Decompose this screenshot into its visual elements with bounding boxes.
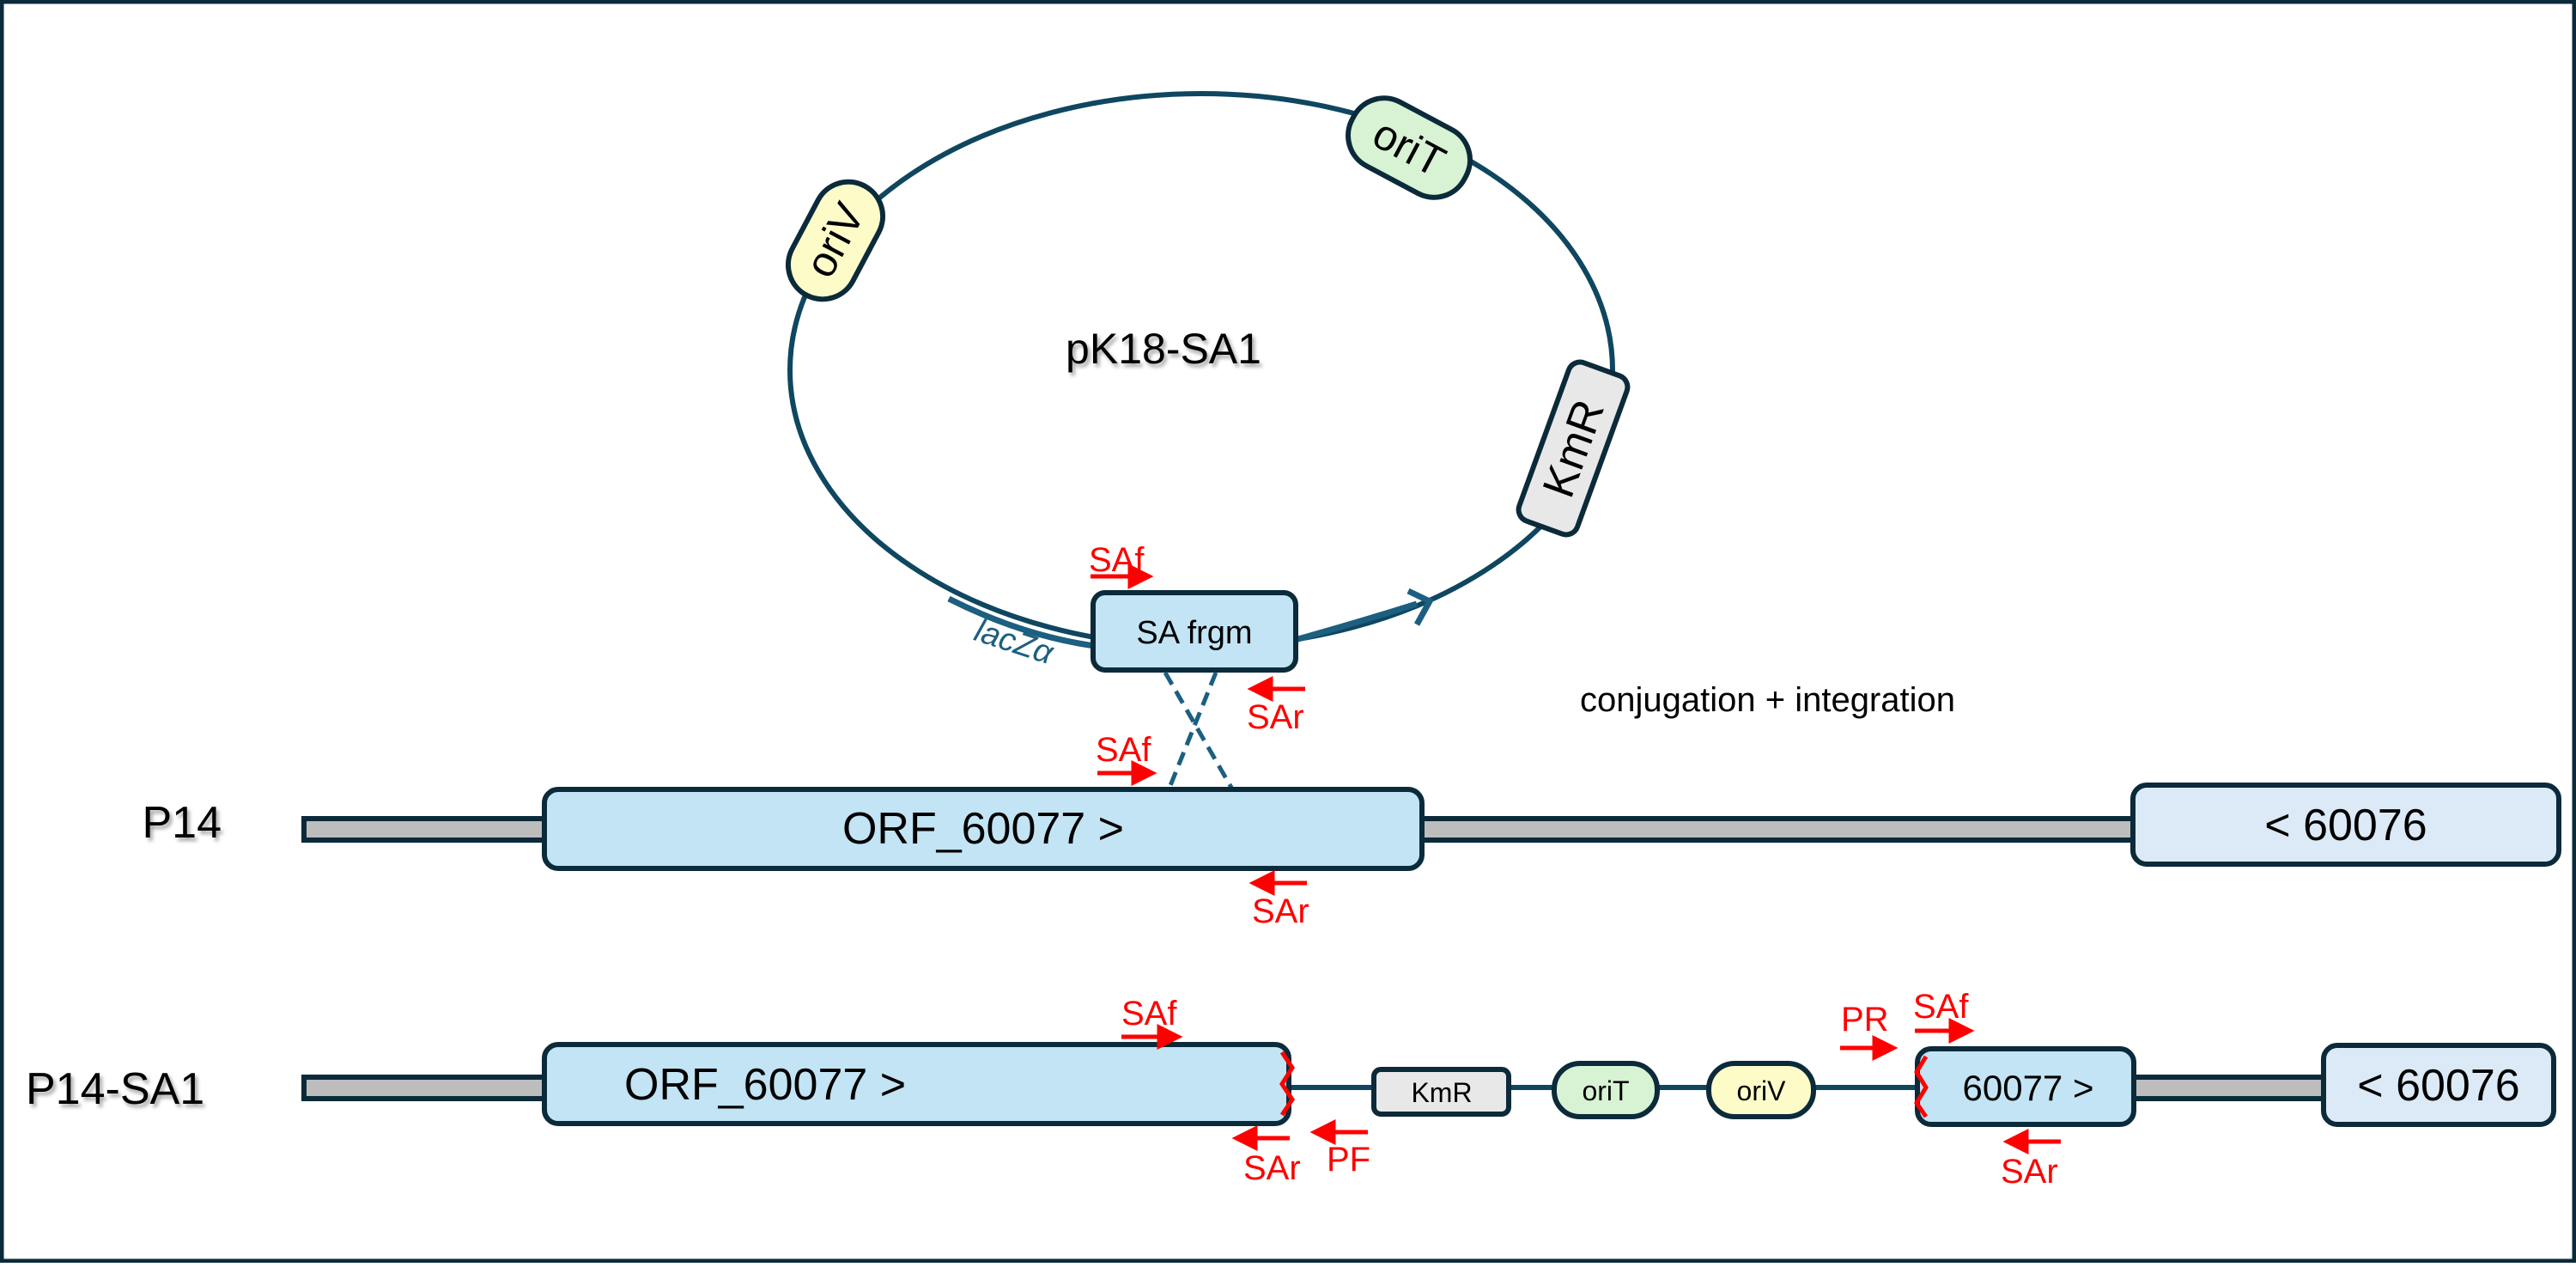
gene-orf-60077-truncated: ORF_60077 > [542,1042,1296,1126]
gene-orf-60077-truncated-label: ORF_60077 > [624,1060,906,1110]
lacz-label: lacZα [970,612,1059,672]
insert-oriV-label: oriV [1737,1075,1787,1106]
lacz-arc-right [1294,600,1419,643]
p14-primer-saf-label: SAf [1096,731,1151,769]
gene-60077-partial-label: 60077 > [1963,1068,2094,1108]
process-label: conjugation + integration [1580,681,1955,719]
insert-oriT: oriT [1552,1061,1660,1119]
gene-orf-60077-label: ORF_60077 > [842,804,1124,854]
plasmid-kmR: KmR [1516,359,1631,538]
sa1-primer-pf-label: PF [1327,1141,1370,1179]
plasmid-primer-sar-label: SAr [1247,698,1304,736]
chromosome-segment [301,1075,550,1101]
truncation-mark-icon [1914,1055,1929,1118]
chromosome-segment [2127,1075,2330,1101]
insert-oriT-label: oriT [1582,1075,1629,1106]
insert-oriV: oriV [1706,1061,1816,1119]
gene-60077-partial: 60077 > [1914,1046,2136,1127]
gene-60076-label: < 60076 [2357,1061,2519,1111]
p14-primer-sar-label: SAr [1252,892,1309,930]
plasmid-oriV: oriV [785,179,886,302]
track-p14: P14 ORF_60077 > < 60076 SAf SAr [142,731,2561,930]
insert-kmR-label: KmR [1411,1077,1472,1108]
gene-orf-60077: ORF_60077 > [542,787,1425,871]
plasmid-name: pK18-SA1 [1066,325,1261,373]
insert-label: SA frgm [1136,615,1252,651]
plasmid-insert: SA frgm [1091,590,1298,673]
sa1-primer-sar-left-label: SAr [1243,1149,1301,1187]
plasmid-primer-saf-label: SAf [1089,541,1145,579]
gene-60076: < 60076 [2321,1043,2556,1127]
chromosome-segment [301,816,550,843]
lacz-arc-left [947,595,1096,649]
track-p14-sa1-name: P14-SA1 [26,1064,204,1114]
gene-60076: < 60076 [2130,783,2561,867]
truncation-mark-icon [1279,1051,1296,1117]
plasmid-map: lacZα oriV oriT KmR SA frgm pK18-SA1 SAf… [785,91,1631,736]
track-p14-name: P14 [142,798,222,848]
gene-60076-label: < 60076 [2264,801,2427,850]
track-p14-sa1: P14-SA1 ORF_60077 > KmR oriT oriV 60077 … [26,988,2556,1191]
sa1-primer-saf-right-label: SAf [1913,988,1969,1026]
lacz-arrowhead-icon [1406,588,1434,626]
insert-kmR: KmR [1371,1067,1511,1117]
sa1-primer-sar-right-label: SAr [2001,1153,2058,1191]
chromosome-segment [1419,816,2138,843]
sa1-primer-pr-label: PR [1841,1001,1889,1039]
sa1-primer-saf-left-label: SAf [1121,995,1177,1032]
recombination-crossover [1163,671,1236,794]
plasmid-oriT: oriT [1346,95,1473,200]
